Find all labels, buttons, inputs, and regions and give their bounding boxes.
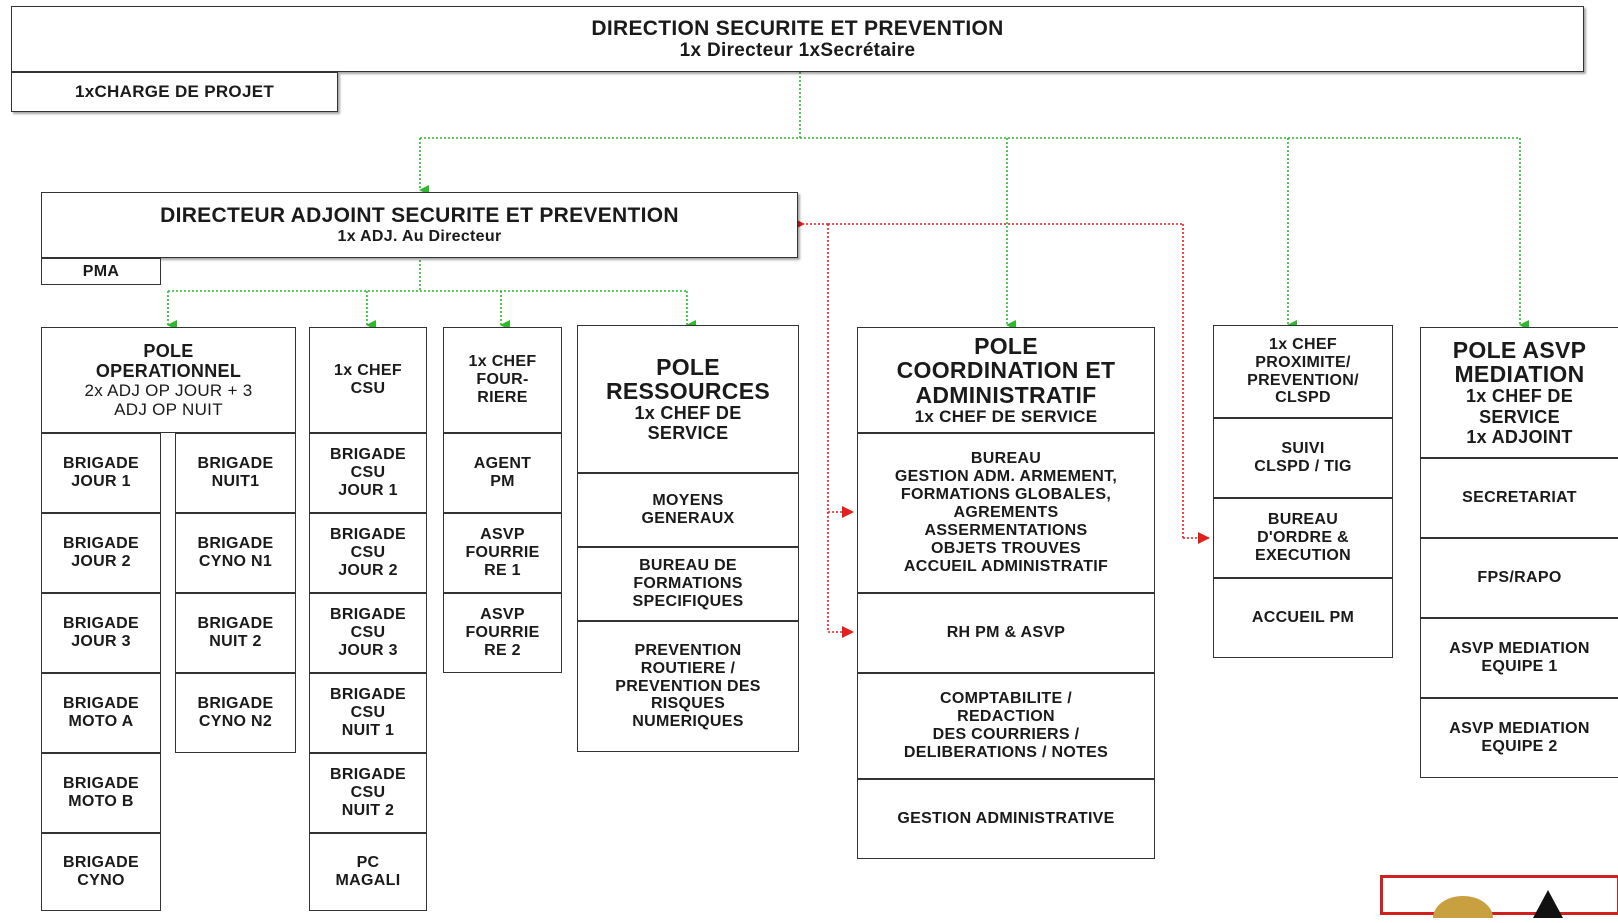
brigade-right-cell-label: BRIGADE NUIT1 xyxy=(197,455,274,490)
pma-label: PMA xyxy=(82,262,120,280)
logo-box xyxy=(1380,875,1618,923)
pole-coordination-title: POLE COORDINATION ET ADMINISTRATIF xyxy=(896,333,1116,408)
ressources-cell-label: PREVENTION ROUTIERE / PREVENTION DES RIS… xyxy=(615,641,761,731)
chef-proximite-box: 1x CHEF PROXIMITE/ PREVENTION/ CLSPD xyxy=(1213,325,1393,418)
fourriere-cell-label: ASVP FOURRIE RE 1 xyxy=(465,526,540,579)
asvp-cell-4: ASVP MEDIATION EQUIPE 2 xyxy=(1420,698,1618,778)
pole-coordination-header: POLE COORDINATION ET ADMINISTRATIF 1x CH… xyxy=(857,327,1155,433)
direction-subtitle: 1x Directeur 1xSecrétaire xyxy=(679,40,916,62)
fourriere-cell-3: ASVP FOURRIE RE 2 xyxy=(443,593,562,673)
brigade-right-cell-label: BRIGADE NUIT 2 xyxy=(197,615,274,650)
brigade-left-cell-1: BRIGADE JOUR 1 xyxy=(41,433,161,513)
csu-cell-2: BRIGADE CSU JOUR 2 xyxy=(309,513,427,593)
brigade-right-cell-1: BRIGADE NUIT1 xyxy=(175,433,296,513)
csu-cell-1: BRIGADE CSU JOUR 1 xyxy=(309,433,427,513)
pole-asvp-header: POLE ASVP MEDIATION 1x CHEF DE SERVICE 1… xyxy=(1420,327,1618,458)
asvp-cell-2: FPS/RAPO xyxy=(1420,538,1618,618)
directeur-adjoint-title: DIRECTEUR ADJOINT SECURITE ET PREVENTION xyxy=(160,204,679,228)
pole-ressources-title: POLE RESSOURCES xyxy=(605,353,771,404)
csu-cell-label: BRIGADE CSU JOUR 2 xyxy=(330,526,406,579)
fourriere-cell-2: ASVP FOURRIE RE 1 xyxy=(443,513,562,593)
pole-ressources-staff: 1x CHEF DE SERVICE xyxy=(634,402,742,444)
coordination-cell-2: RH PM & ASVP xyxy=(857,593,1155,673)
brigade-left-cell-label: BRIGADE JOUR 1 xyxy=(63,455,139,490)
brigade-left-cell-3: BRIGADE JOUR 3 xyxy=(41,593,161,673)
direction-title: DIRECTION SECURITE ET PREVENTION xyxy=(591,16,1004,40)
asvp-cell-label: ASVP MEDIATION EQUIPE 2 xyxy=(1449,720,1590,755)
ressources-cell-2: BUREAU DE FORMATIONS SPECIFIQUES xyxy=(577,547,799,621)
ressources-cell-3: PREVENTION ROUTIERE / PREVENTION DES RIS… xyxy=(577,621,799,752)
asvp-cell-label: ASVP MEDIATION EQUIPE 1 xyxy=(1449,640,1590,675)
charge-projet-box: 1xCHARGE DE PROJET xyxy=(11,72,338,112)
chef-proximite-label: 1x CHEF PROXIMITE/ PREVENTION/ CLSPD xyxy=(1247,335,1359,407)
chef-csu-box: 1x CHEF CSU xyxy=(309,327,427,433)
asvp-cell-label: FPS/RAPO xyxy=(1477,569,1562,587)
logo-emblem-icon xyxy=(1433,890,1563,923)
pole-asvp-staff: 1x CHEF DE SERVICE 1x ADJOINT xyxy=(1465,386,1574,447)
coordination-cell-label: RH PM & ASVP xyxy=(946,624,1066,642)
ressources-cell-1: MOYENS GENERAUX xyxy=(577,473,799,547)
brigade-left-cell-5: BRIGADE MOTO B xyxy=(41,753,161,833)
brigade-right-cell-label: BRIGADE CYNO N1 xyxy=(197,535,274,570)
asvp-cell-3: ASVP MEDIATION EQUIPE 1 xyxy=(1420,618,1618,698)
chef-csu-label: 1x CHEF CSU xyxy=(334,362,402,397)
fourriere-cell-label: ASVP FOURRIE RE 2 xyxy=(465,606,540,659)
csu-cell-label: BRIGADE CSU NUIT 1 xyxy=(330,686,406,739)
pole-operationnel-title: POLE OPERATIONNEL xyxy=(95,340,242,381)
brigade-left-cell-label: BRIGADE MOTO A xyxy=(63,695,139,730)
fourriere-cell-label: AGENT PM xyxy=(473,455,532,490)
proximite-cell-label: ACCUEIL PM xyxy=(1251,609,1355,627)
proximite-cell-2: BUREAU D'ORDRE & EXECUTION xyxy=(1213,498,1393,578)
brigade-right-cell-4: BRIGADE CYNO N2 xyxy=(175,673,296,753)
pole-coordination-staff: 1x CHEF DE SERVICE xyxy=(914,406,1098,426)
pole-ressources-header: POLE RESSOURCES 1x CHEF DE SERVICE xyxy=(577,325,799,473)
ressources-cell-label: MOYENS GENERAUX xyxy=(641,492,735,527)
csu-cell-3: BRIGADE CSU JOUR 3 xyxy=(309,593,427,673)
csu-cell-label: PC MAGALI xyxy=(335,854,401,889)
brigade-left-cell-label: BRIGADE CYNO xyxy=(63,854,139,889)
pma-box: PMA xyxy=(41,258,161,285)
brigade-right-cell-3: BRIGADE NUIT 2 xyxy=(175,593,296,673)
csu-cell-4: BRIGADE CSU NUIT 1 xyxy=(309,673,427,753)
green-connectors xyxy=(167,72,1529,330)
asvp-cell-label: SECRETARIAT xyxy=(1462,489,1577,507)
brigade-left-cell-label: BRIGADE MOTO B xyxy=(63,775,139,810)
coordination-cell-3: COMPTABILITE / REDACTION DES COURRIERS /… xyxy=(857,673,1155,779)
chef-fourriere-box: 1x CHEF FOUR- RIERE xyxy=(443,327,562,433)
proximite-cell-1: SUIVI CLSPD / TIG xyxy=(1213,418,1393,498)
brigade-left-cell-4: BRIGADE MOTO A xyxy=(41,673,161,753)
csu-cell-label: BRIGADE CSU JOUR 1 xyxy=(330,446,406,499)
charge-projet-label: 1xCHARGE DE PROJET xyxy=(74,82,275,102)
coordination-cell-label: GESTION ADMINISTRATIVE xyxy=(897,810,1115,828)
csu-cell-6: PC MAGALI xyxy=(309,833,427,911)
proximite-cell-label: BUREAU D'ORDRE & EXECUTION xyxy=(1254,511,1352,564)
csu-cell-label: BRIGADE CSU JOUR 3 xyxy=(330,606,406,659)
brigade-left-cell-6: BRIGADE CYNO xyxy=(41,833,161,911)
chef-fourriere-label: 1x CHEF FOUR- RIERE xyxy=(468,353,537,406)
pole-operationnel-staff: 2x ADJ OP JOUR + 3 ADJ OP NUIT xyxy=(84,381,253,420)
pole-operationnel-header: POLE OPERATIONNEL 2x ADJ OP JOUR + 3 ADJ… xyxy=(41,327,296,433)
proximite-cell-3: ACCUEIL PM xyxy=(1213,578,1393,658)
red-connectors xyxy=(793,218,1210,638)
coordination-cell-label: BUREAU GESTION ADM. ARMEMENT, FORMATIONS… xyxy=(894,450,1118,575)
pole-asvp-title: POLE ASVP MEDIATION xyxy=(1452,337,1587,388)
proximite-cell-label: SUIVI CLSPD / TIG xyxy=(1254,440,1352,475)
coordination-cell-label: COMPTABILITE / REDACTION DES COURRIERS /… xyxy=(903,690,1109,761)
directeur-adjoint-subtitle: 1x ADJ. Au Directeur xyxy=(337,227,502,245)
brigade-left-cell-label: BRIGADE JOUR 3 xyxy=(63,615,139,650)
brigade-left-cell-label: BRIGADE JOUR 2 xyxy=(63,535,139,570)
brigade-right-cell-2: BRIGADE CYNO N1 xyxy=(175,513,296,593)
directeur-adjoint-box: DIRECTEUR ADJOINT SECURITE ET PREVENTION… xyxy=(41,192,798,258)
ressources-cell-label: BUREAU DE FORMATIONS SPECIFIQUES xyxy=(632,557,744,610)
direction-box: DIRECTION SECURITE ET PREVENTION 1x Dire… xyxy=(11,6,1584,72)
csu-cell-label: BRIGADE CSU NUIT 2 xyxy=(330,766,406,819)
coordination-cell-1: BUREAU GESTION ADM. ARMEMENT, FORMATIONS… xyxy=(857,433,1155,593)
brigade-left-cell-2: BRIGADE JOUR 2 xyxy=(41,513,161,593)
coordination-cell-4: GESTION ADMINISTRATIVE xyxy=(857,779,1155,859)
csu-cell-5: BRIGADE CSU NUIT 2 xyxy=(309,753,427,833)
brigade-right-cell-label: BRIGADE CYNO N2 xyxy=(197,695,274,730)
fourriere-cell-1: AGENT PM xyxy=(443,433,562,513)
asvp-cell-1: SECRETARIAT xyxy=(1420,458,1618,538)
